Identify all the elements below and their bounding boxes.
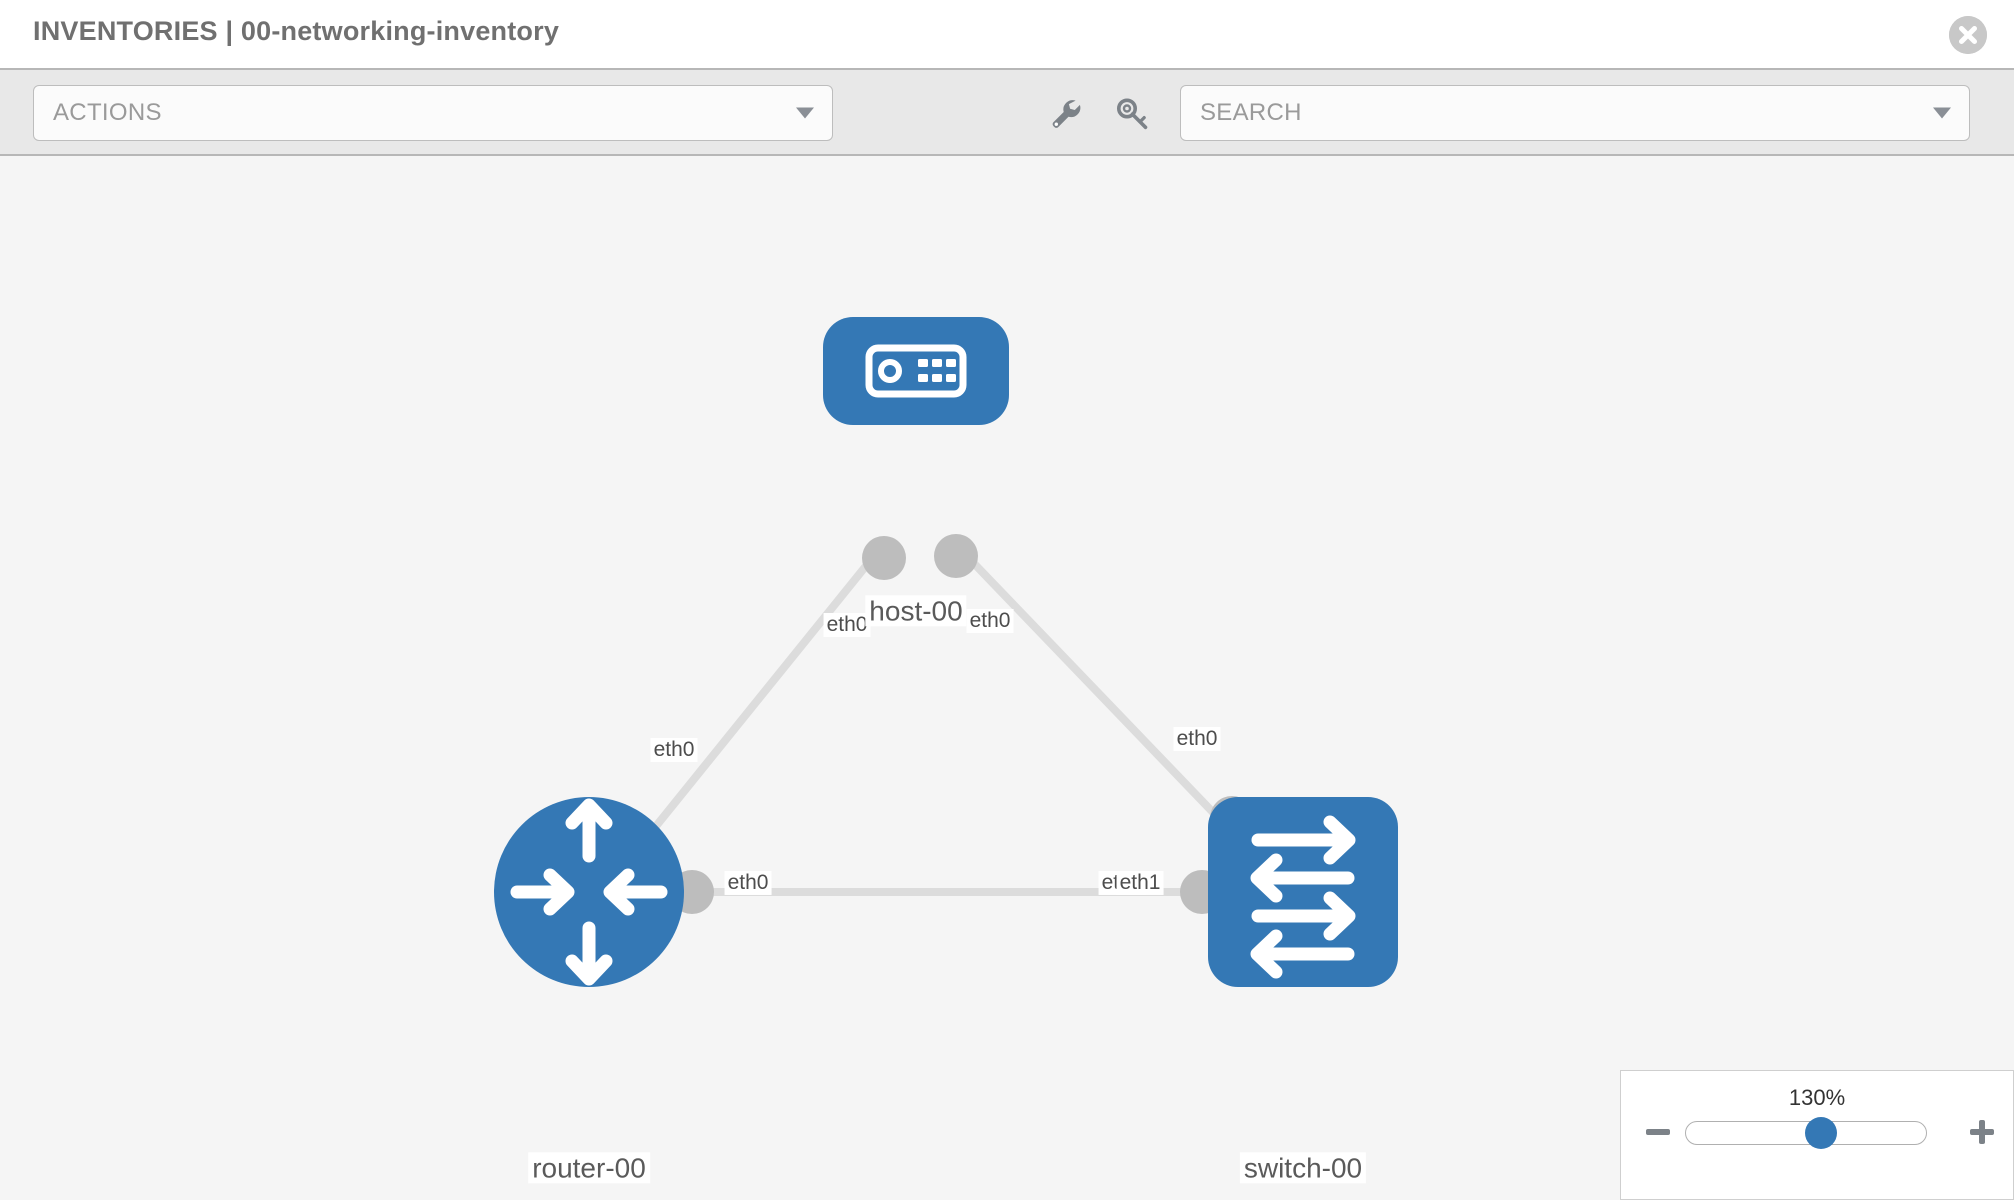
topology-ports bbox=[670, 534, 1254, 914]
chevron-down-icon bbox=[1933, 107, 1951, 119]
node-label-host-00: host-00 bbox=[865, 595, 967, 627]
actions-dropdown-label: ACTIONS bbox=[53, 99, 162, 126]
link-host-router bbox=[636, 547, 882, 850]
zoom-percent-label: 130% bbox=[1788, 1085, 1846, 1110]
page-title: INVENTORIES | 00-networking-inventory bbox=[33, 16, 560, 46]
port-label: eth0 bbox=[1173, 726, 1221, 752]
port-label: eth0 bbox=[966, 608, 1014, 634]
minus-icon[interactable] bbox=[1643, 1117, 1673, 1147]
page-header: INVENTORIES | 00-networking-inventory bbox=[0, 0, 2014, 70]
node-label-switch-00: switch-00 bbox=[1239, 1152, 1367, 1184]
link-host-switch bbox=[958, 547, 1232, 832]
search-placeholder: SEARCH bbox=[1200, 99, 1302, 126]
plus-icon[interactable] bbox=[1967, 1117, 1997, 1147]
node-router-00 bbox=[494, 797, 684, 987]
topology-canvas[interactable]: eth0 eth0 host-00 eth0 eth0 eth0 eth0 et… bbox=[0, 156, 2014, 1200]
port-label: eth0 bbox=[650, 737, 698, 763]
toolbar: ACTIONS SEARCH bbox=[0, 70, 2014, 156]
port-label: eth1 bbox=[1116, 870, 1164, 896]
node-switch-00 bbox=[1208, 797, 1398, 987]
key-icon[interactable] bbox=[1115, 96, 1151, 132]
wrench-icon[interactable] bbox=[1048, 96, 1084, 132]
zoom-control-panel: 130% bbox=[1620, 1070, 2014, 1200]
node-host-00 bbox=[823, 317, 1009, 425]
chevron-down-icon bbox=[796, 107, 814, 119]
port-host-left bbox=[862, 536, 906, 580]
node-label-router-00: router-00 bbox=[528, 1152, 650, 1184]
zoom-slider-thumb[interactable] bbox=[1804, 1117, 1837, 1149]
port-label: eth0 bbox=[823, 612, 871, 638]
port-host-right bbox=[934, 534, 978, 578]
port-label: eth0 bbox=[724, 870, 772, 896]
close-icon[interactable] bbox=[1949, 16, 1987, 54]
search-input[interactable]: SEARCH bbox=[1180, 85, 1970, 141]
actions-dropdown[interactable]: ACTIONS bbox=[33, 85, 833, 141]
